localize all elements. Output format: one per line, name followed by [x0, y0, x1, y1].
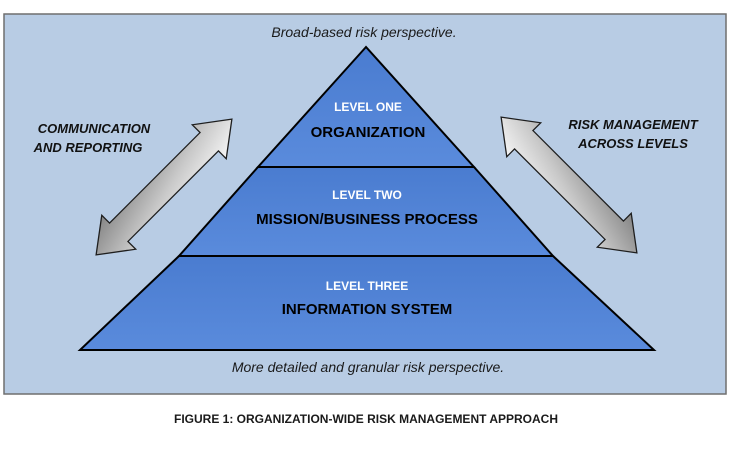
communication-label-line-1: COMMUNICATION	[38, 121, 151, 136]
risk-management-arrow	[500, 116, 638, 254]
level-two-name: MISSION/BUSINESS PROCESS	[256, 211, 478, 228]
level-one-name: ORGANIZATION	[311, 124, 426, 141]
pyramid-tier-level-three	[77, 255, 657, 351]
bottom-perspective-note: More detailed and granular risk perspect…	[232, 359, 504, 375]
level-one-label: LEVEL ONE	[334, 100, 402, 114]
level-two-label: LEVEL TWO	[332, 188, 402, 202]
top-perspective-note: Broad-based risk perspective.	[271, 24, 456, 40]
level-three-label: LEVEL THREE	[326, 279, 408, 293]
communication-arrow	[95, 118, 233, 256]
communication-label-line-2: AND REPORTING	[33, 140, 143, 155]
risk-management-label-line-1: RISK MANAGEMENT	[568, 117, 698, 132]
risk-management-label-line-2: ACROSS LEVELS	[577, 136, 688, 151]
figure-caption: FIGURE 1: ORGANIZATION-WIDE RISK MANAGEM…	[174, 412, 558, 426]
level-three-name: INFORMATION SYSTEM	[282, 301, 453, 318]
